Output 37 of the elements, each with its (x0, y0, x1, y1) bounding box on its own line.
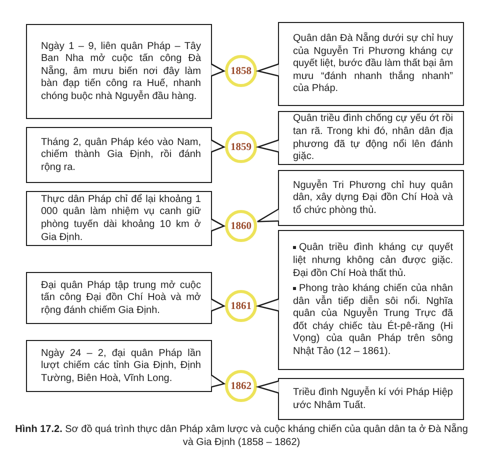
year-circle: 1860 (225, 210, 257, 242)
callout-pointer (210, 63, 226, 77)
callout-box (278, 230, 464, 370)
callout-pointer (256, 63, 280, 77)
callout-pointer (210, 298, 226, 312)
event-text: Nguyễn Tri Phương chỉ huy quân dân, xây dựng Đại đồn Chí Hoà và tổ chức phòng thủ. (293, 180, 453, 218)
event-text: Đại quân Pháp tập trung mở cuộc tấn công Đại đồn Chí Hoà và mở rộng đánh chiếm Gia Định. (41, 280, 201, 318)
callout-pointer (256, 208, 280, 222)
callout-pointer (256, 298, 280, 312)
callout-box (26, 272, 212, 324)
event-text: Quân triều đình chống cự yếu ớt rồi tan rã. Trong khi đó, nhân dân địa phương đã tự động nổi lên đánh giặc. (293, 113, 453, 164)
callout-box (278, 22, 464, 106)
callout-box (26, 24, 212, 119)
event-text: Phong trào kháng chiến của nhân dân vẫn tiếp diễn sôi nổi. Nghĩa quân của Nguyễn Trung Trực đã đốt cháy chiếc tàu Ét-pê-răng (Hi Vọng) của quân Pháp trên sông Nhật Tảo (12 – 1861). (293, 283, 453, 359)
callout-box (278, 170, 464, 226)
callout-pointer (210, 374, 226, 388)
callout-pointer (256, 380, 280, 394)
callout-box (26, 191, 212, 246)
year-circle: 1862 (225, 370, 257, 402)
callout-pointer (256, 139, 280, 153)
event-text: Tháng 2, quân Pháp kéo vào Nam, chiếm thành Gia Định, rồi đánh rộng ra. (41, 136, 201, 174)
callout-box (26, 340, 212, 392)
year-circle: 1859 (225, 131, 257, 163)
event-text: Thực dân Pháp chỉ để lại khoảng 1 000 quân làm nhiệm vụ canh giữ phòng tuyến dài khoảng 10 km ở Gia Định. (41, 194, 201, 244)
event-text: Ngày 24 – 2, đại quân Pháp lần lượt chiếm các tỉnh Gia Định, Định Tường, Biên Hoà, Vĩnh Long. (41, 348, 201, 386)
event-text: Quân triều đình kháng cự quyết liệt nhưng không cản được giặc. Đại đồn Chí Hoà thất thủ. (293, 242, 453, 280)
year-circle: 1861 (225, 290, 257, 322)
event-text: Ngày 1 – 9, liên quân Pháp – Tây Ban Nha mở cuộc tấn công Đà Nẵng, âm mưu biến nơi đây làm bàn đạp tiến công ra Huế, nhanh chóng buộc nhà Nguyễn đầu hàng. (41, 40, 201, 104)
callout-pointer (210, 218, 226, 232)
callout-pointer (210, 139, 226, 153)
event-text: Quân dân Đà Nẵng dưới sự chỉ huy của Nguyễn Tri Phương kháng cự quyết liệt, bước đầu làm thất bại âm mưu “đánh nhanh thắng nhanh” của Pháp. (293, 33, 453, 96)
callout-box (278, 378, 464, 420)
figure-caption: Hình 17.2. Sơ đồ quá trình thực dân Pháp xâm lược và cuộc kháng chiến của quân dân ta ở Đà Nẵng và Gia Định (1858 – 1862) (14, 424, 469, 449)
callout-box (278, 111, 464, 165)
year-circle: 1858 (225, 55, 257, 87)
callout-box (26, 127, 212, 183)
event-text: Triều đình Nguyễn kí với Pháp Hiệp ước Nhâm Tuất. (293, 386, 453, 412)
